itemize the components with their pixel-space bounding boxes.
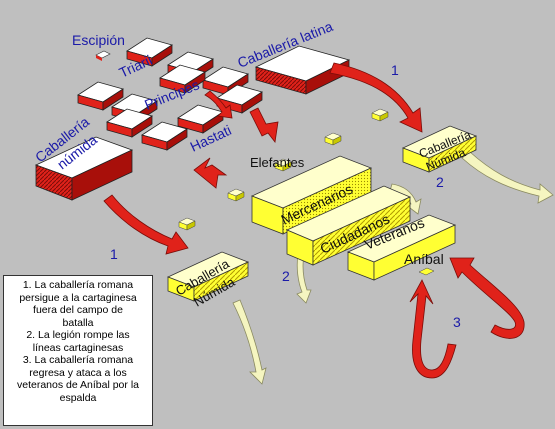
elephant-marker <box>324 132 342 146</box>
step-2-right: 2 <box>436 174 444 190</box>
legend-line: espalda <box>59 391 97 404</box>
label-anibal: Aníbal <box>404 251 444 267</box>
arrow-numida-pursuit <box>103 194 189 255</box>
block-numida-left <box>166 251 250 302</box>
red-arrows <box>103 62 525 379</box>
block-ciudadanos <box>286 185 411 266</box>
block-triarii-3 <box>202 66 249 96</box>
arrow-legion-1 <box>193 157 228 189</box>
label-escipion: Escipión <box>72 32 125 48</box>
block-principes-3 <box>177 104 224 134</box>
step-1-left: 1 <box>110 246 118 262</box>
arrow-return-right <box>449 257 525 339</box>
arrow-latina-pursuit <box>329 62 423 133</box>
step-3: 3 <box>453 314 461 330</box>
legend-line: batalla <box>62 316 94 329</box>
label-elefantes: Elefantes <box>250 155 305 170</box>
block-hastati-1 <box>141 121 188 151</box>
arrow-legion-2 <box>249 107 279 143</box>
block-hastati-3 <box>106 108 153 138</box>
escipion-marker <box>95 50 111 61</box>
legend-line: veteranos de Aníbal por la <box>16 379 139 391</box>
block-caballeria-numida-roman <box>34 136 134 201</box>
block-hastati-2 <box>159 64 206 94</box>
elephant-marker <box>227 188 245 202</box>
carthage-blocks <box>166 125 478 302</box>
legend-line: 2. La legión rompe las <box>26 329 130 341</box>
step-1-top: 1 <box>391 62 399 78</box>
block-veteranos <box>346 214 457 281</box>
block-principes-1 <box>77 81 124 111</box>
arrow-return-left <box>409 279 457 379</box>
roman-legion-blocks <box>77 37 263 151</box>
legend-line: regresa y ataca a los <box>29 366 127 379</box>
arrow-numida-left-flee <box>232 299 267 385</box>
legend-line: 3. La caballería romana <box>22 354 134 366</box>
pale-arrows <box>232 151 554 385</box>
block-mercenarios <box>250 155 373 235</box>
block-numida-right <box>401 125 478 173</box>
elephant-marker <box>178 217 196 231</box>
arrow-top-small <box>204 90 233 119</box>
elephant-marker <box>274 158 292 172</box>
legend-line: líneas cartaginesas <box>32 341 124 354</box>
step-numbers: 1 1 2 2 3 <box>110 62 461 330</box>
legend-line: persigue a la cartaginesa <box>19 291 137 304</box>
elephant-marker <box>371 108 389 122</box>
elefantes-markers <box>178 108 435 276</box>
anibal-marker <box>418 267 435 276</box>
step-2-left: 2 <box>282 268 290 284</box>
legend-line: 1. La caballería romana <box>22 279 134 291</box>
arrow-numida-right-flee <box>461 151 554 204</box>
legend-line: fuera del campo de <box>33 304 123 316</box>
block-triarii-1 <box>126 37 173 67</box>
arrow-legion-left <box>296 253 312 304</box>
